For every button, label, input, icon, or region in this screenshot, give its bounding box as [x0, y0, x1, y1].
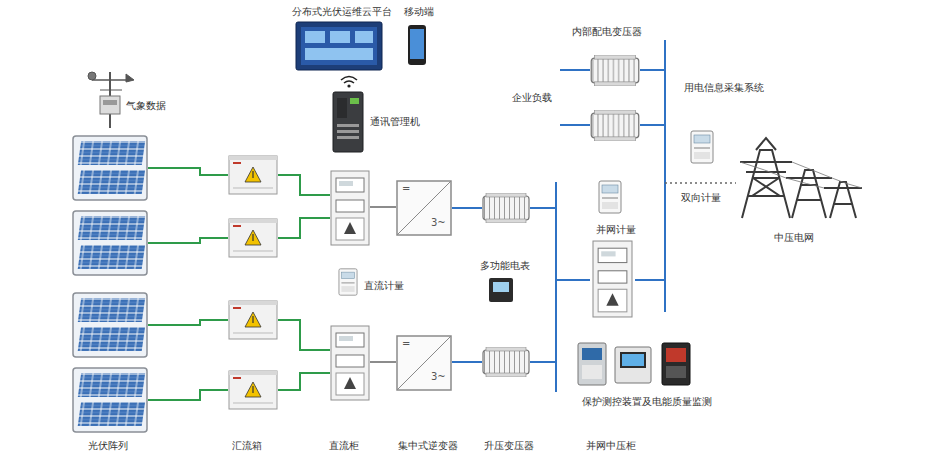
part-label: 光伏阵列	[88, 440, 128, 452]
inverter-symbol: =	[402, 183, 410, 195]
part-label: 多功能电表	[480, 260, 530, 272]
inverter-symbol: 3~	[431, 217, 446, 229]
part-label: 移动端	[404, 6, 434, 18]
part-label: 通讯管理机	[370, 116, 420, 128]
part-label: 分布式光伏运维云平台	[292, 6, 392, 18]
part-label: 直流计量	[364, 280, 404, 292]
part-label: 内部配电变压器	[572, 26, 642, 38]
part-label: 中压电网	[774, 232, 814, 244]
part-label: 并网计量	[596, 224, 636, 236]
part-label: 双向计量	[681, 192, 721, 204]
part-label: 集中式逆变器	[398, 440, 458, 452]
part-label: 汇流箱	[232, 440, 262, 452]
part-label: 升压变压器	[484, 440, 534, 452]
part-label: 用电信息采集系统	[684, 82, 764, 94]
inverter-symbol: =	[402, 338, 410, 350]
part-label: 企业负载	[512, 92, 552, 104]
part-label: 并网中压柜	[586, 440, 636, 452]
part-label: 气象数据	[126, 100, 166, 112]
inverter-symbol: 3~	[431, 371, 446, 383]
part-label: 直流柜	[329, 440, 359, 452]
part-label: 保护测控装置及电能质量监测	[582, 396, 712, 408]
